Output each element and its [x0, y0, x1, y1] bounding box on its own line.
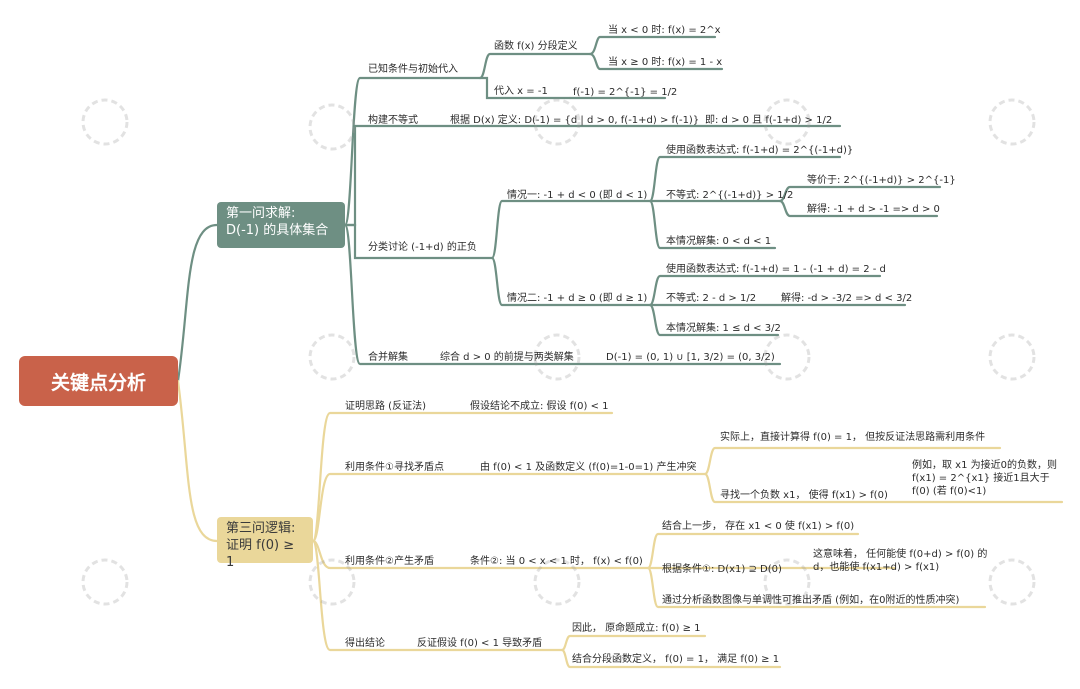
node-final[interactable]: 结合分段函数定义， f(0) = 1， 满足 f(0) ≥ 1	[572, 654, 780, 665]
node-c1-ineq[interactable]: 不等式: 2^{(-1+d)} > 1/2	[666, 190, 794, 201]
node-known[interactable]: 已知条件与初始代入	[368, 64, 458, 75]
node-fact[interactable]: 实际上，直接计算得 f(0) = 1， 但按反证法思路需利用条件	[720, 432, 986, 443]
root-node[interactable]: 关键点分析	[19, 356, 178, 406]
node-idea[interactable]: 证明思路 (反证法)	[345, 401, 426, 412]
node-case-pos[interactable]: 当 x ≥ 0 时: f(x) = 1 - x	[608, 57, 723, 68]
node-c2-set[interactable]: 本情况解集: 1 ≤ d < 3/2	[666, 323, 781, 334]
branch-1-node[interactable]: 第一问求解: D(-1) 的具体集合	[217, 202, 345, 248]
node-use2[interactable]: 利用条件②产生矛盾	[345, 556, 434, 567]
node-ineq[interactable]: 构建不等式	[368, 115, 418, 126]
branch-2-node[interactable]: 第三问逻辑: 证明 f(0) ≥ 1	[217, 517, 313, 570]
branch-2-title: 第三问逻辑:	[226, 521, 296, 536]
node-find[interactable]: 寻找一个负数 x1， 使得 f(x1) > f(0)	[720, 490, 888, 501]
node-idea-note[interactable]: 假设结论不成立: 假设 f(0) < 1	[470, 401, 609, 412]
node-analysis[interactable]: 通过分析函数图像与单调性可推出矛盾 (例如，在0附近的性质冲突)	[662, 595, 960, 606]
node-case-2[interactable]: 情况二: -1 + d ≥ 0 (即 d ≥ 1)	[507, 293, 648, 304]
node-cond1[interactable]: 根据条件①: D(x1) ⊇ D(0)	[662, 564, 782, 575]
node-merge-note[interactable]: 综合 d > 0 的前提与两类解集	[440, 352, 574, 363]
branch-1-subtitle: D(-1) 的具体集合	[226, 223, 329, 238]
node-subst[interactable]: 代入 x = -1	[494, 86, 548, 97]
node-meaning[interactable]: 这意味着， 任何能使 f(0+d) > f(0) 的 d，也能使 f(x1+d)…	[813, 549, 988, 573]
node-concl[interactable]: 得出结论	[345, 638, 385, 649]
node-c2-expr[interactable]: 使用函数表达式: f(-1+d) = 1 - (-1 + d) = 2 - d	[666, 264, 886, 275]
node-therefore[interactable]: 因此， 原命题成立: f(0) ≥ 1	[572, 623, 701, 634]
node-use1[interactable]: 利用条件①寻找矛盾点	[345, 462, 444, 473]
node-ineq-def[interactable]: 根据 D(x) 定义: D(-1) = {d | d > 0, f(-1+d) …	[450, 115, 700, 126]
branch-2-subtitle: 证明 f(0) ≥ 1	[226, 538, 295, 570]
node-combine[interactable]: 结合上一步， 存在 x1 < 0 使 f(x1) > f(0)	[662, 521, 855, 532]
node-use2-note[interactable]: 条件②: 当 0 < x < 1 时， f(x) < f(0)	[470, 556, 643, 567]
node-subst-val[interactable]: f(-1) = 2^{-1} = 1/2	[573, 87, 678, 98]
node-concl-note[interactable]: 反证假设 f(0) < 1 导致矛盾	[417, 638, 543, 649]
node-ineq-res[interactable]: 即: d > 0 且 f(-1+d) > 1/2	[705, 115, 833, 126]
node-use1-note[interactable]: 由 f(0) < 1 及函数定义 (f(0)=1-0=1) 产生冲突	[480, 462, 697, 473]
node-def[interactable]: 函数 f(x) 分段定义	[494, 41, 578, 52]
node-c1-solve[interactable]: 解得: -1 + d > -1 => d > 0	[807, 204, 940, 215]
node-discuss[interactable]: 分类讨论 (-1+d) 的正负	[368, 242, 477, 253]
root-label: 关键点分析	[50, 371, 146, 394]
node-merge-res[interactable]: D(-1) = (0, 1) ∪ [1, 3/2) = (0, 3/2)	[606, 352, 775, 363]
node-case-neg[interactable]: 当 x < 0 时: f(x) = 2^x	[608, 25, 721, 36]
node-c2-ineq[interactable]: 不等式: 2 - d > 1/2	[666, 293, 757, 304]
node-c1-equiv[interactable]: 等价于: 2^{(-1+d)} > 2^{-1}	[807, 175, 956, 186]
node-example[interactable]: 例如，取 x1 为接近0的负数，则 f(x1) = 2^{x1} 接近1且大于 …	[912, 460, 1057, 497]
node-case-1[interactable]: 情况一: -1 + d < 0 (即 d < 1)	[507, 190, 648, 201]
branch-1-title: 第一问求解:	[226, 206, 296, 221]
node-c1-expr[interactable]: 使用函数表达式: f(-1+d) = 2^{(-1+d)}	[666, 145, 854, 156]
node-merge[interactable]: 合并解集	[368, 352, 408, 363]
node-c2-solve[interactable]: 解得: -d > -3/2 => d < 3/2	[781, 293, 913, 304]
node-c1-set[interactable]: 本情况解集: 0 < d < 1	[666, 236, 772, 247]
